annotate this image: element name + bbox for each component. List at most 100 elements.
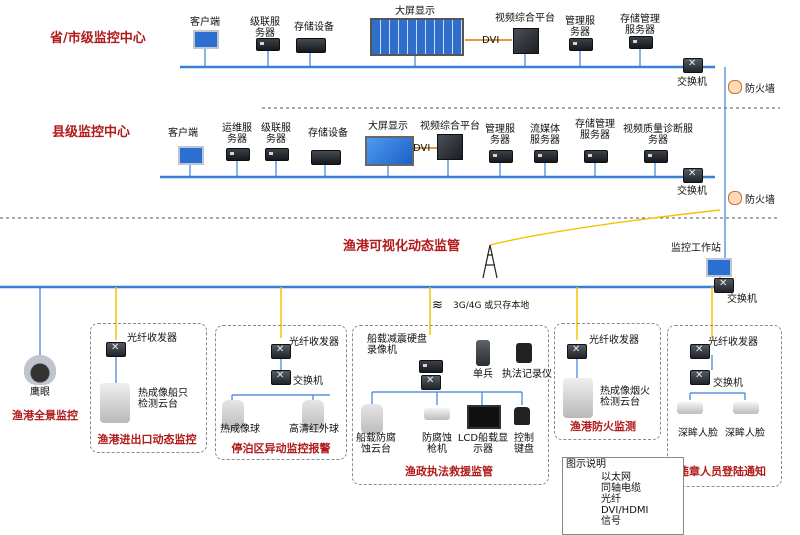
panorama-title: 渔港全景监控 <box>12 409 78 422</box>
single-soldier-device-icon <box>476 340 490 366</box>
county-stream-label: 流媒体服务器 <box>530 124 560 146</box>
province-client-label: 客户端 <box>190 17 220 28</box>
boat-ptz-icon <box>361 404 383 434</box>
province-client-pc-icon <box>193 30 219 49</box>
fire-camera-label: 热成像烟火检测云台 <box>600 386 650 408</box>
province-video-wall-icon <box>370 18 464 56</box>
entrance-transceiver-icon <box>106 342 126 357</box>
legend-coax: 同轴电缆 <box>601 483 641 494</box>
county-vqd-server-icon <box>644 150 668 163</box>
enforcement-title: 渔政执法救援监管 <box>405 465 493 478</box>
single-soldier-label: 单兵 <box>473 369 493 380</box>
county-video-platform-label: 视频综合平台 <box>420 121 480 132</box>
county-firewall-label: 防火墙 <box>745 195 775 206</box>
province-video-platform-label: 视频综合平台 <box>495 13 555 24</box>
province-video-platform-icon <box>513 28 539 54</box>
thermal-fire-ptz-icon <box>563 378 593 418</box>
law-recorder-icon <box>516 343 532 363</box>
province-dvi-label: DVI <box>482 35 500 46</box>
eagle-eye-label: 鹰眼 <box>30 387 50 398</box>
boat-ptz-label: 船载防腐蚀云台 <box>356 433 396 455</box>
legend-ethernet: 以太网 <box>601 472 631 483</box>
entrance-title: 渔港进出口动态监控 <box>97 433 197 446</box>
province-manage-server-icon <box>569 38 593 51</box>
face-camera-2-icon <box>733 402 759 414</box>
legend-dvi-hdmi: DVI/HDMI <box>601 505 649 516</box>
province-cascade-label: 级联服务器 <box>250 17 280 39</box>
enforcement-box <box>352 325 549 485</box>
wireless-label: 3G/4G 或只存本地 <box>453 301 530 311</box>
province-firewall-label: 防火墙 <box>745 84 775 95</box>
control-keyboard-icon <box>514 407 530 425</box>
county-storage-mgmt-icon <box>584 150 608 163</box>
gun-camera-icon <box>424 408 450 420</box>
anchorage-switch-icon <box>271 370 291 385</box>
fire-transceiver-label: 光纤收发器 <box>589 335 639 346</box>
province-region-title: 省/市级监控中心 <box>50 31 146 46</box>
lcd-display-icon <box>467 405 501 429</box>
county-stream-server-icon <box>534 150 558 163</box>
harbor-switch-label: 交换机 <box>727 294 757 305</box>
county-storage-label: 存储设备 <box>308 128 348 139</box>
monitor-workstation-icon <box>706 258 732 277</box>
county-switch-label: 交换机 <box>677 186 707 197</box>
entrance-transceiver-label: 光纤收发器 <box>127 333 177 344</box>
enforcement-switch-icon <box>421 375 441 390</box>
county-vqd-label: 视频质量诊断服务器 <box>623 124 693 146</box>
entrance-monitor-box <box>90 323 207 453</box>
county-storage-mgmt-label: 存储管理服务器 <box>575 119 615 141</box>
county-cascade-label: 级联服务器 <box>261 123 291 145</box>
boat-nvr-label: 船载减震硬盘录像机 <box>367 334 427 356</box>
county-ops-label: 运维服务器 <box>222 123 252 145</box>
hd-ir-dome-icon <box>302 400 324 430</box>
law-recorder-label: 执法记录仪 <box>502 369 552 380</box>
harbor-switch-icon <box>714 278 734 293</box>
anchorage-switch-label: 交换机 <box>293 376 323 387</box>
county-manage-label: 管理服务器 <box>485 124 515 146</box>
county-ops-server-icon <box>226 148 250 161</box>
wifi-icon: ≋ <box>432 298 443 313</box>
county-wall-label: 大屏显示 <box>368 121 408 132</box>
harbor-region-title: 渔港可视化动态监管 <box>343 239 461 254</box>
face-camera-1-icon <box>677 402 703 414</box>
face-transceiver-icon <box>690 344 710 359</box>
province-switch-icon <box>683 58 703 73</box>
legend-fiber: 光纤 <box>601 494 621 505</box>
province-cascade-server-icon <box>256 38 280 51</box>
fire-title: 渔港防火监测 <box>570 420 636 433</box>
province-manage-label: 管理服务器 <box>565 16 595 38</box>
county-manage-server-icon <box>489 150 513 163</box>
county-client-pc-icon <box>178 146 204 165</box>
face-camera-1-label: 深眸人脸 <box>678 428 718 439</box>
province-storage-mgmt-icon <box>629 36 653 49</box>
thermal-dome-label: 热成像球 <box>220 424 260 435</box>
county-cascade-server-icon <box>265 148 289 161</box>
face-camera-2-label: 深眸人脸 <box>725 428 765 439</box>
province-switch-label: 交换机 <box>677 77 707 88</box>
legend-signal: 信号 <box>601 516 621 527</box>
hd-ir-dome-label: 高清红外球 <box>289 424 339 435</box>
fire-monitor-box <box>554 323 661 440</box>
fire-transceiver-icon <box>567 344 587 359</box>
face-switch-label: 交换机 <box>713 378 743 389</box>
county-video-platform-icon <box>437 134 463 160</box>
legend-title: 图示说明 <box>566 459 606 470</box>
face-switch-icon <box>690 370 710 385</box>
gun-camera-label: 防腐蚀枪机 <box>422 433 452 455</box>
province-storage-label: 存储设备 <box>294 22 334 33</box>
province-storage-mgmt-label: 存储管理服务器 <box>620 14 660 36</box>
province-firewall-icon <box>728 80 742 94</box>
anchorage-monitor-box <box>215 325 347 460</box>
county-switch-icon <box>683 168 703 183</box>
face-monitor-box <box>667 325 782 487</box>
county-client-label: 客户端 <box>168 128 198 139</box>
anchorage-transceiver-icon <box>271 344 291 359</box>
eagle-eye-camera-icon <box>24 355 56 385</box>
province-storage-icon <box>296 38 326 53</box>
control-keyboard-label: 控制键盘 <box>514 433 534 455</box>
lcd-display-label: LCD船载显示器 <box>457 433 509 455</box>
county-firewall-icon <box>728 191 742 205</box>
face-title: 违章人员登陆通知 <box>678 465 766 478</box>
county-dvi-label: DVI <box>413 143 431 154</box>
thermal-dome-icon <box>222 400 244 430</box>
